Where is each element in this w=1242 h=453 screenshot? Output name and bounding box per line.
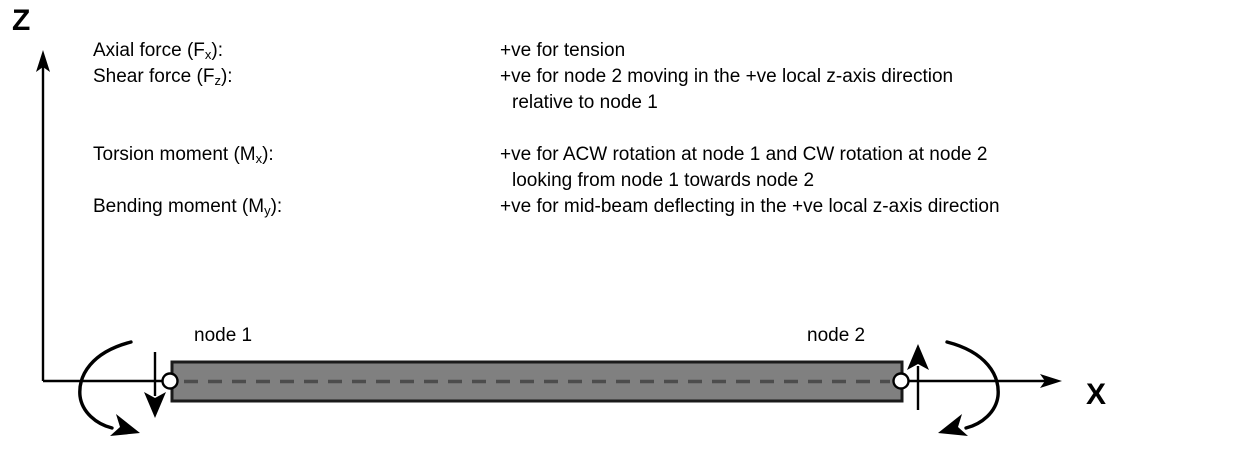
legend-term-axial-force: Axial force (Fx):	[93, 38, 500, 64]
legend-continuation-text: relative to node 1	[512, 92, 658, 113]
legend-term-text: Axial force (F	[93, 40, 205, 61]
legend-row-axial-force: Axial force (Fx): +ve for tension	[93, 38, 1233, 64]
legend-term-subscript: x	[204, 47, 212, 62]
legend-term-subscript: z	[214, 73, 221, 88]
legend-term-text: Torsion moment (M	[93, 144, 256, 165]
node-1-marker	[161, 372, 179, 390]
legend-term-subscript: y	[264, 203, 271, 218]
node-2-label: node 2	[807, 325, 866, 346]
legend-continuation-text: looking from node 1 towards node 2	[512, 170, 815, 191]
legend-desc-torsion-moment: +ve for ACW rotation at node 1 and CW ro…	[500, 144, 988, 165]
legend-term-suffix: ):	[220, 66, 233, 87]
legend-term-suffix: ):	[211, 40, 224, 61]
legend-term-bending-moment: Bending moment (My):	[93, 194, 500, 220]
legend-term-subscript: x	[255, 151, 263, 166]
x-axis-label: X	[1086, 378, 1107, 411]
legend-term-suffix: ):	[270, 196, 283, 217]
legend-term-torsion-moment: Torsion moment (Mx):	[93, 142, 500, 168]
legend-row-shear-force: Shear force (Fz): +ve for node 2 moving …	[93, 64, 1233, 90]
legend-term-shear-force: Shear force (Fz):	[93, 64, 500, 90]
torsion-moment-arrow-node-1	[78, 340, 140, 436]
legend-term-text: Shear force (F	[93, 66, 215, 87]
legend-row-torsion-moment: Torsion moment (Mx): +ve for ACW rotatio…	[93, 142, 1233, 168]
legend-continuation-torsion-moment: looking from node 1 towards node 2	[93, 168, 1233, 194]
beam-member	[170, 360, 904, 403]
legend-term-text: Bending moment (M	[93, 196, 265, 217]
legend-desc-bending-moment: +ve for mid-beam deflecting in the +ve l…	[500, 196, 1000, 217]
legend-term-suffix: ):	[262, 144, 274, 165]
z-axis	[36, 50, 50, 381]
legend-row-bending-moment: Bending moment (My): +ve for mid-beam de…	[93, 194, 1233, 220]
legend-spacer	[93, 116, 1233, 142]
legend-desc-axial-force: +ve for tension	[500, 40, 626, 61]
node-1-label: node 1	[194, 325, 253, 346]
z-axis-label: Z	[12, 4, 31, 37]
shear-force-arrow-node-1	[144, 352, 166, 418]
node-2-marker	[892, 372, 910, 390]
legend-desc-shear-force: +ve for node 2 moving in the +ve local z…	[500, 66, 954, 87]
torsion-moment-arrow-node-2	[938, 340, 1000, 436]
legend-continuation-shear-force: relative to node 1	[93, 90, 1233, 116]
shear-force-arrow-node-2	[907, 344, 929, 410]
sign-convention-legend: Axial force (Fx): +ve for tension Shear …	[93, 38, 1233, 220]
